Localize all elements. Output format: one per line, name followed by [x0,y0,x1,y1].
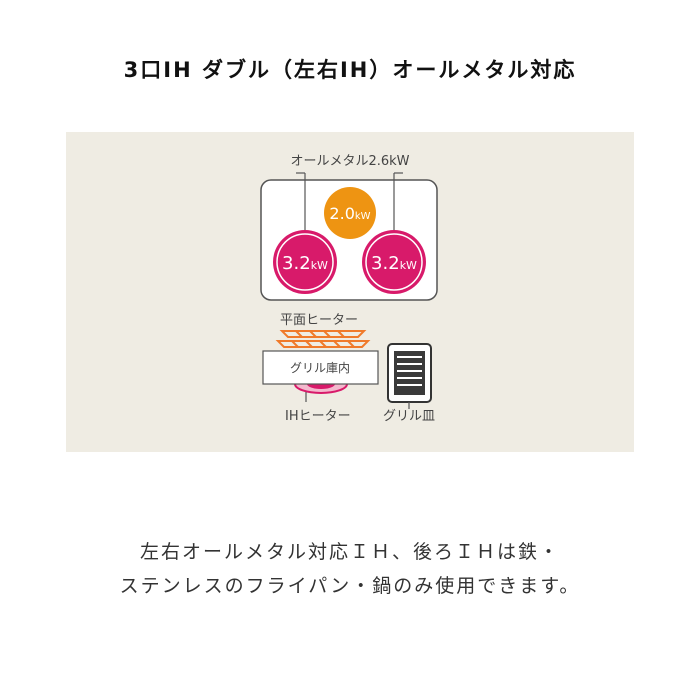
grill-plate-icon [387,343,432,403]
burner-left-ring [276,233,334,291]
burner-right-disc [362,230,426,294]
ih-heater-label: IHヒーター [285,409,351,424]
caption-line-1: 左右オールメタル対応ＩＨ、後ろＩＨは鉄・ [139,541,560,563]
burner-right-ring [365,233,423,291]
grill-plate-label: グリル皿 [383,409,435,424]
burner-left-value: 3.2kW [282,253,328,274]
flat-heater-label: 平面ヒーター [280,313,358,328]
flat-heater-icon [275,330,371,348]
burner-rear-value: 2.0kW [329,204,370,223]
grill-interior-label: グリル庫内 [290,361,350,375]
burner-rear-disc [324,187,376,239]
cooktop-diagram-panel: オールメタル2.6kW 2.0kW 3.2kW 3. [66,132,634,452]
burner-rear: 2.0kW [324,187,376,239]
grill-interior-box [262,350,379,385]
page-title: 3口IH ダブル（左右IH）オールメタル対応 [123,58,577,82]
caption-line-2: ステンレスのフライパン・鍋のみ使用できます。 [119,575,581,597]
burner-left: 3.2kW [273,230,337,294]
cooktop-diagram: オールメタル2.6kW 2.0kW 3.2kW 3. [260,154,438,424]
burner-left-disc [273,230,337,294]
burner-right-value: 3.2kW [371,253,417,274]
burner-right: 3.2kW [362,230,426,294]
all-metal-label: オールメタル2.6kW [290,154,409,169]
description-caption: 左右オールメタル対応ＩＨ、後ろＩＨは鉄・ ステンレスのフライパン・鍋のみ使用でき… [0,535,700,603]
